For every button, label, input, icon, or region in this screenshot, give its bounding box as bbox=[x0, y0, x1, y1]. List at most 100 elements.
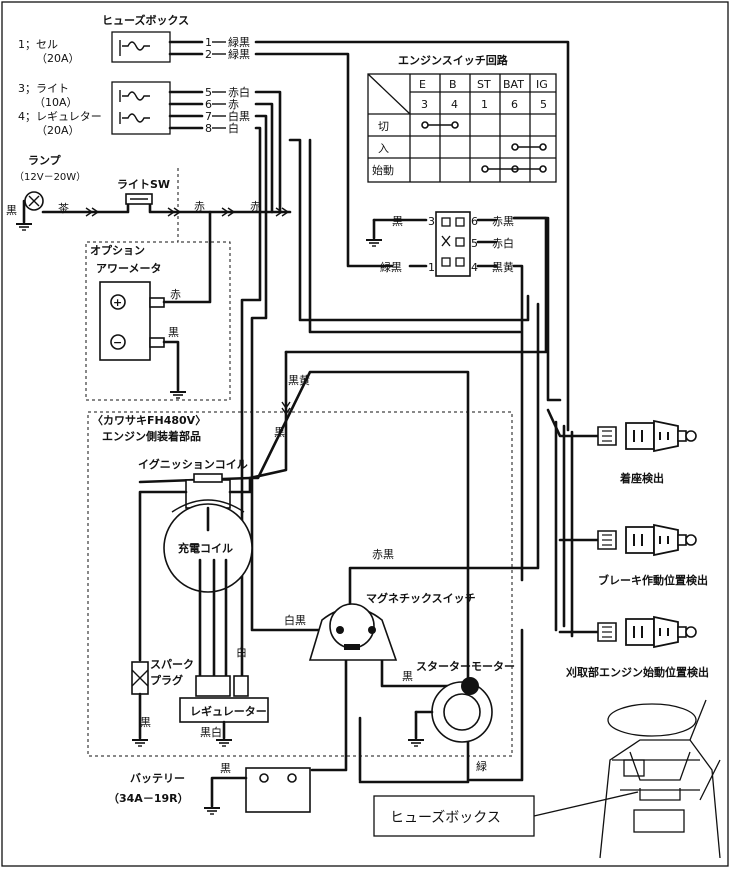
fuse-3-rating: （10A） bbox=[34, 96, 78, 109]
ignition-coil-label: イグニッションコイル bbox=[138, 457, 248, 471]
regulator-label: レギュレーター bbox=[190, 704, 267, 718]
connector-wire-black: 黒 bbox=[392, 215, 403, 228]
engine-wire-black-yellow: 黒黄 bbox=[288, 373, 310, 387]
fuse-1-rating: （20A） bbox=[36, 52, 80, 65]
hour-meter: + − bbox=[99, 210, 212, 399]
fuse-pin-7: 7 bbox=[205, 110, 212, 123]
fuse-1-label: 1；セル bbox=[18, 38, 58, 51]
inline-connectors bbox=[85, 207, 290, 217]
ignition-coil bbox=[138, 473, 253, 680]
battery-wire-black: 黒 bbox=[220, 762, 231, 775]
starter-motor-label: スターターモーター bbox=[416, 660, 515, 673]
wire-harness bbox=[138, 40, 602, 784]
sensor-seat bbox=[597, 420, 697, 452]
connector-pin-3: 3 bbox=[428, 215, 435, 228]
regulator-wire-white: 白 bbox=[236, 645, 247, 659]
engine-switch-title: エンジンスイッチ回路 bbox=[398, 53, 509, 67]
esw-col-ST: ST bbox=[477, 78, 491, 91]
fuse-terminals bbox=[168, 40, 204, 130]
switch-connector bbox=[365, 211, 498, 277]
fuse-pin-8: 8 bbox=[205, 122, 212, 135]
spark-plug-label-1: スパーク bbox=[150, 658, 194, 671]
fuse-box: ヒューズボックス bbox=[102, 13, 189, 135]
starter-motor bbox=[407, 677, 493, 747]
connector-wire-red-white: 赤白 bbox=[492, 236, 514, 250]
fuse-wire-2: 緑黒 bbox=[228, 47, 250, 61]
connector-wire-green-black: 緑黒 bbox=[380, 260, 402, 274]
lamp-symbol bbox=[15, 191, 44, 231]
fuse-wire-8: 白 bbox=[228, 121, 239, 135]
esw-pin-ST: 1 bbox=[481, 98, 488, 111]
lamp-wire-brown: 茶 bbox=[58, 202, 69, 215]
battery-model: （34A－19R） bbox=[108, 792, 189, 805]
sensor-brake bbox=[597, 524, 697, 556]
esw-row-on: 入 bbox=[378, 142, 389, 155]
regulator-wire-black-white: 黒白 bbox=[200, 725, 222, 739]
spark-plug-label-2: プラグ bbox=[150, 673, 183, 687]
light-switch-wire-right: 赤 bbox=[250, 200, 261, 213]
mag-wire-black: 黒 bbox=[402, 670, 413, 683]
battery-label: バッテリー bbox=[130, 772, 185, 785]
esw-col-BAT: BAT bbox=[503, 78, 524, 91]
connector-pin-1: 1 bbox=[428, 261, 435, 274]
battery bbox=[203, 767, 311, 815]
lamp-spec: （12V－20W） bbox=[14, 171, 86, 183]
fuse-wire-6: 赤 bbox=[228, 98, 239, 111]
regulator bbox=[179, 675, 269, 747]
sensor-seat-label: 着座検出 bbox=[619, 471, 664, 485]
esw-pin-B: 4 bbox=[451, 98, 458, 111]
fuse-box-title: ヒューズボックス bbox=[102, 13, 189, 27]
esw-col-B: B bbox=[449, 78, 457, 91]
light-switch-wire-left: 赤 bbox=[194, 200, 205, 213]
connector-wire-red-black: 赤黒 bbox=[492, 215, 514, 228]
inline-fuse-marker bbox=[281, 401, 291, 416]
spark-plug bbox=[131, 661, 149, 747]
esw-col-IG: IG bbox=[536, 78, 548, 91]
light-switch bbox=[125, 193, 153, 205]
mag-wire-red-black: 赤黒 bbox=[372, 548, 394, 561]
magnetic-switch-label: マグネチックスイッチ bbox=[366, 591, 476, 605]
machine-sketch bbox=[599, 699, 721, 859]
spark-plug-wire-black: 黒 bbox=[140, 716, 151, 729]
fuse-3-label: 3；ライト bbox=[18, 82, 69, 95]
fuse-4-label: 4；レギュレター bbox=[18, 110, 102, 123]
starter-wire-green: 緑 bbox=[476, 759, 487, 773]
engine-subtitle: エンジン側装着部品 bbox=[102, 429, 201, 443]
option-title: オプション bbox=[90, 243, 145, 257]
fuse-box-callout-label: ヒューズボックス bbox=[390, 810, 501, 826]
connector-pin-5: 5 bbox=[471, 237, 478, 250]
connector-pin-6: 6 bbox=[471, 215, 478, 228]
esw-row-start: 始動 bbox=[372, 163, 394, 177]
sensor-reaper bbox=[597, 616, 697, 648]
sensor-reaper-label: 刈取部エンジン始動位置検出 bbox=[566, 665, 709, 679]
light-switch-label: ライトSW bbox=[117, 178, 170, 191]
esw-pin-E: 3 bbox=[421, 98, 428, 111]
svg-text:+: + bbox=[113, 296, 122, 309]
fuse-4-rating: （20A） bbox=[36, 124, 80, 137]
fuse-wire-1: 緑黒 bbox=[228, 35, 250, 49]
fuse-pin-1: 1 bbox=[205, 36, 212, 49]
sensor-brake-label: ブレーキ作動位置検出 bbox=[598, 573, 708, 587]
connector-wire-black-yellow: 黒黄 bbox=[492, 260, 514, 274]
esw-row-off: 切 bbox=[378, 120, 389, 133]
lamp-title: ランプ bbox=[28, 153, 62, 167]
charge-coil-label: 充電コイル bbox=[178, 541, 233, 555]
lamp-wire-black: 黒 bbox=[6, 204, 17, 217]
engine-title: 〈カワサキFH480V〉 bbox=[92, 414, 206, 427]
svg-text:−: − bbox=[113, 336, 122, 349]
fuse-pin-2: 2 bbox=[205, 48, 212, 61]
engine-box bbox=[87, 411, 513, 757]
hour-meter-wire-red: 赤 bbox=[170, 288, 181, 301]
esw-pin-BAT: 6 bbox=[511, 98, 518, 111]
magnetic-switch bbox=[308, 603, 398, 661]
hour-meter-wire-black: 黒 bbox=[168, 326, 179, 339]
fuse-pin-6: 6 bbox=[205, 98, 212, 111]
fuse-wire-7: 白黒 bbox=[228, 109, 250, 123]
callout-leader bbox=[533, 791, 639, 817]
engine-switch-table bbox=[367, 73, 557, 183]
fuse-wire-5: 赤白 bbox=[228, 85, 250, 99]
connector-pin-4: 4 bbox=[471, 261, 478, 274]
engine-wire-black-2: 黒 bbox=[274, 426, 285, 439]
